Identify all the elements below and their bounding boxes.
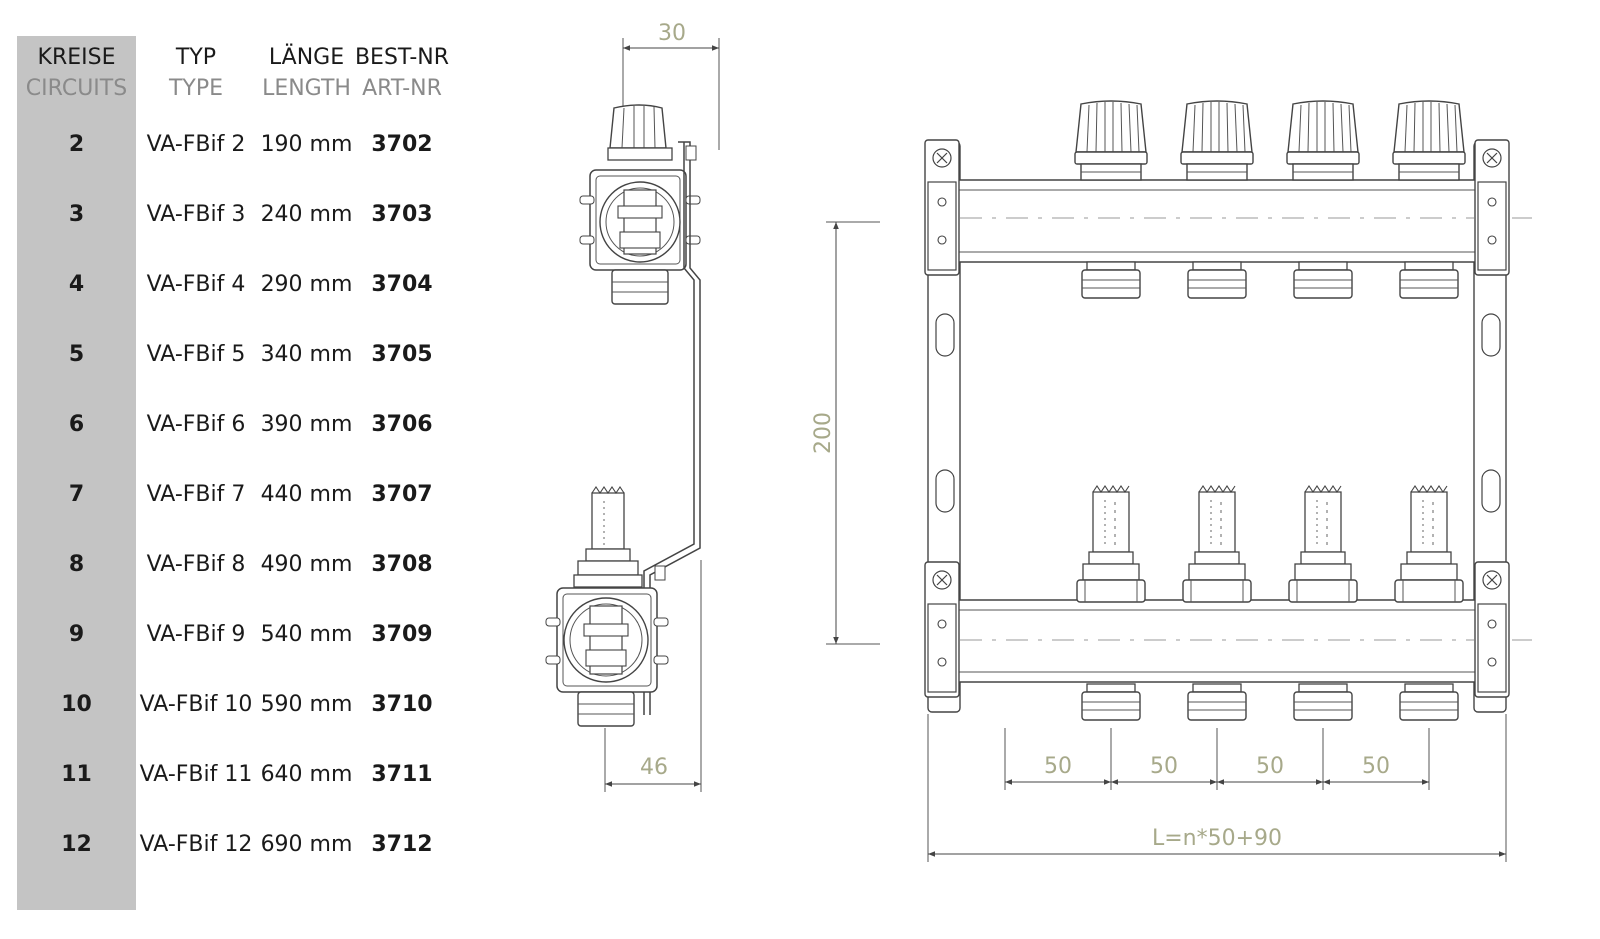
table-row: 3 VA-FBif 3 240 mm 3703 [17, 178, 477, 250]
cell-length: 240 mm [260, 202, 353, 227]
front-dim-spacing-2: 50 [1150, 754, 1178, 779]
front-dim-spacing-1: 50 [1044, 754, 1072, 779]
cell-art-nr: 3706 [371, 412, 433, 437]
side-dim-top: 30 [658, 21, 686, 46]
cell-circuits: 12 [61, 832, 92, 857]
knob-3 [1286, 100, 1360, 181]
cell-circuits: 6 [68, 412, 85, 437]
header-type: TYP TYPE [136, 42, 256, 104]
spec-table: KREISE CIRCUITS TYP TYPE LÄNGE LENGTH BE… [17, 36, 477, 910]
flowmeter-2 [1182, 485, 1252, 603]
cell-length: 440 mm [260, 482, 353, 507]
table-row: 7 VA-FBif 7 440 mm 3707 [17, 458, 477, 530]
cell-type: VA-FBif 3 [146, 202, 246, 227]
table-row: 12 VA-FBif 12 690 mm 3712 [17, 808, 477, 880]
header-circuits-de: KREISE [37, 45, 116, 70]
header-length-en: LENGTH [262, 76, 351, 101]
knob-1 [1074, 100, 1148, 181]
header-length-de: LÄNGE [268, 45, 345, 70]
knob-4 [1392, 100, 1466, 181]
flowmeter-1 [1076, 485, 1146, 603]
cell-type: VA-FBif 10 [139, 692, 253, 717]
flowmeter-3 [1288, 485, 1358, 603]
cell-length: 590 mm [260, 692, 353, 717]
cell-type: VA-FBif 9 [146, 622, 246, 647]
cell-circuits: 2 [68, 132, 85, 157]
table-row: 6 VA-FBif 6 390 mm 3706 [17, 388, 477, 460]
side-view: 30 [545, 21, 720, 792]
header-art-nr-en: ART-NR [362, 76, 442, 101]
header-circuits: KREISE CIRCUITS [17, 42, 136, 104]
cell-length: 340 mm [260, 342, 353, 367]
cell-art-nr: 3707 [371, 482, 433, 507]
cell-circuits: 4 [68, 272, 85, 297]
table-row: 4 VA-FBif 4 290 mm 3704 [17, 248, 477, 320]
front-dim-height: 200 [811, 412, 836, 454]
header-type-en: TYPE [168, 76, 224, 101]
cell-type: VA-FBif 12 [139, 832, 253, 857]
front-view: 200 [811, 100, 1532, 862]
cell-circuits: 8 [68, 552, 85, 577]
header-length: LÄNGE LENGTH [258, 42, 355, 104]
cell-circuits: 10 [61, 692, 92, 717]
header-type-de: TYP [175, 45, 217, 70]
cell-length: 390 mm [260, 412, 353, 437]
cell-art-nr: 3712 [371, 832, 433, 857]
cell-length: 640 mm [260, 762, 353, 787]
table-row: 8 VA-FBif 8 490 mm 3708 [17, 528, 477, 600]
flowmeter-4 [1394, 485, 1464, 603]
front-dim-spacing-4: 50 [1362, 754, 1390, 779]
cell-art-nr: 3709 [371, 622, 433, 647]
cell-type: VA-FBif 11 [139, 762, 253, 787]
side-valve-top [607, 104, 673, 161]
cell-type: VA-FBif 6 [146, 412, 246, 437]
cell-art-nr: 3710 [371, 692, 433, 717]
table-row: 11 VA-FBif 11 640 mm 3711 [17, 738, 477, 810]
cell-art-nr: 3703 [371, 202, 433, 227]
cell-art-nr: 3708 [371, 552, 433, 577]
cell-type: VA-FBif 4 [146, 272, 246, 297]
table-row: 5 VA-FBif 5 340 mm 3705 [17, 318, 477, 390]
side-flowmeter [573, 486, 643, 588]
knob-2 [1180, 100, 1254, 181]
cell-type: VA-FBif 7 [146, 482, 246, 507]
header-circuits-en: CIRCUITS [25, 76, 128, 101]
cell-art-nr: 3705 [371, 342, 433, 367]
cell-type: VA-FBif 5 [146, 342, 246, 367]
table-row: 10 VA-FBif 10 590 mm 3710 [17, 668, 477, 740]
cell-length: 190 mm [260, 132, 353, 157]
cell-art-nr: 3702 [371, 132, 433, 157]
cell-length: 490 mm [260, 552, 353, 577]
table-row: 2 VA-FBif 2 190 mm 3702 [17, 108, 477, 180]
cell-length: 290 mm [260, 272, 353, 297]
front-dim-total: L=n*50+90 [1152, 826, 1282, 851]
cell-art-nr: 3711 [371, 762, 433, 787]
cell-length: 540 mm [260, 622, 353, 647]
cell-circuits: 5 [68, 342, 85, 367]
circuits-column-background [17, 36, 136, 910]
cell-circuits: 11 [61, 762, 92, 787]
header-art-nr-de: BEST-NR [354, 45, 450, 70]
cell-type: VA-FBif 2 [146, 132, 246, 157]
cell-length: 690 mm [260, 832, 353, 857]
side-dim-bottom: 46 [640, 755, 668, 780]
table-row: 9 VA-FBif 9 540 mm 3709 [17, 598, 477, 670]
front-dim-spacing-3: 50 [1256, 754, 1284, 779]
cell-circuits: 7 [68, 482, 85, 507]
cell-art-nr: 3704 [371, 272, 433, 297]
header-art-nr: BEST-NR ART-NR [353, 42, 451, 104]
cell-circuits: 3 [68, 202, 85, 227]
cell-type: VA-FBif 8 [146, 552, 246, 577]
cell-circuits: 9 [68, 622, 85, 647]
